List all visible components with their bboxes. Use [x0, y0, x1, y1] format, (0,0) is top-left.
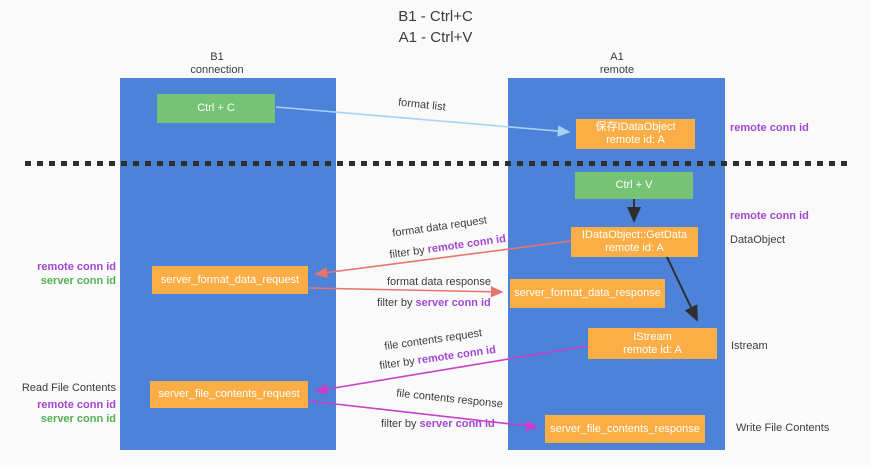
- node-getdata-line2: remote id: A: [605, 242, 664, 254]
- clipboard-boundary-dashed-line: [25, 161, 847, 166]
- label-read-file-contents: Read File Contents: [21, 382, 116, 394]
- node-ctrl-v: Ctrl + V: [575, 172, 693, 199]
- arrow-format-data-response: [308, 286, 504, 298]
- node-getdata-line1: IDataObject::GetData: [581, 229, 688, 241]
- node-istream-line1: IStream: [633, 330, 672, 343]
- left-conn-id-stack-2: remote conn id server conn id: [8, 398, 116, 426]
- node-save-idataobject-line1: 保存IDataObject: [595, 121, 676, 133]
- lifeline-header-b1: B1 connection: [117, 51, 317, 77]
- filter-by-text-1: filter by: [388, 244, 426, 262]
- filter-by-text-4: filter by: [381, 418, 417, 430]
- lifeline-a1-role: remote: [599, 64, 635, 76]
- edge-label-format-data-request: format data request: [391, 214, 488, 240]
- edge-label-filter-server-2: filter by server conn id: [381, 418, 495, 430]
- lifeline-b1-name: B1: [210, 51, 224, 63]
- filter-server-conn-id-2: server conn id: [419, 418, 495, 430]
- node-ctrl-v-label: Ctrl + V: [615, 179, 653, 191]
- node-server-file-contents-response-label: server_file_contents_response: [550, 422, 700, 435]
- node-idataobject-getdata: IDataObject::GetData remote id: A: [571, 227, 698, 257]
- label-remote-conn-id-right-mid: remote conn id: [730, 210, 809, 222]
- edge-label-filter-server-1: filter by server conn id: [377, 297, 491, 309]
- label-remote-conn-id-left-1: remote conn id: [37, 261, 116, 273]
- label-remote-conn-id-left-2: remote conn id: [37, 399, 116, 411]
- node-save-idataobject-line2: remote id: A: [606, 134, 665, 146]
- node-server-format-data-response-label: server_format_data_response: [514, 287, 661, 299]
- diagram-title: B1 - Ctrl+C A1 - Ctrl+V: [0, 6, 871, 48]
- filter-remote-conn-id-1: remote conn id: [426, 232, 507, 256]
- label-server-conn-id-left-2: server conn id: [40, 413, 116, 425]
- node-server-format-data-request-label: server_format_data_request: [160, 273, 300, 286]
- edge-label-format-list: format list: [397, 96, 447, 114]
- title-line-2: A1 - Ctrl+V: [398, 29, 473, 46]
- node-server-file-contents-response: server_file_contents_response: [545, 415, 705, 443]
- node-server-format-data-request: server_format_data_request: [152, 266, 308, 294]
- filter-server-conn-id-1: server conn id: [415, 297, 491, 309]
- label-istream: Istream: [731, 340, 768, 352]
- lifeline-header-a1: A1 remote: [517, 51, 717, 77]
- left-conn-id-stack-1: remote conn id server conn id: [8, 260, 116, 288]
- node-istream-line2: remote id: A: [623, 343, 682, 356]
- label-read-file-contents-wrap: Read File Contents: [8, 381, 116, 395]
- node-save-idataobject: 保存IDataObject remote id: A: [576, 119, 695, 149]
- lifeline-a1-name: A1: [610, 51, 624, 63]
- lifeline-b1-role: connection: [190, 64, 244, 76]
- filter-by-text-2: filter by: [377, 297, 413, 309]
- edge-label-file-contents-response: file contents response: [395, 387, 504, 411]
- node-server-file-contents-request-label: server_file_contents_request: [158, 388, 300, 400]
- filter-by-text-3: filter by: [378, 355, 416, 373]
- title-line-1: B1 - Ctrl+C: [398, 8, 473, 25]
- node-server-format-data-response: server_format_data_response: [510, 279, 665, 308]
- label-dataobject: DataObject: [730, 234, 786, 246]
- label-server-conn-id-left-1: server conn id: [40, 275, 116, 287]
- node-ctrl-c-label: Ctrl + C: [197, 102, 235, 114]
- node-ctrl-c: Ctrl + C: [157, 94, 275, 123]
- label-remote-conn-id-right-top: remote conn id: [730, 122, 809, 134]
- node-istream: IStream remote id: A: [588, 328, 717, 359]
- edge-label-format-data-response: format data response: [387, 276, 491, 288]
- label-write-file-contents: Write File Contents: [736, 422, 830, 434]
- filter-remote-conn-id-2: remote conn id: [416, 343, 497, 367]
- node-server-file-contents-request: server_file_contents_request: [150, 381, 308, 408]
